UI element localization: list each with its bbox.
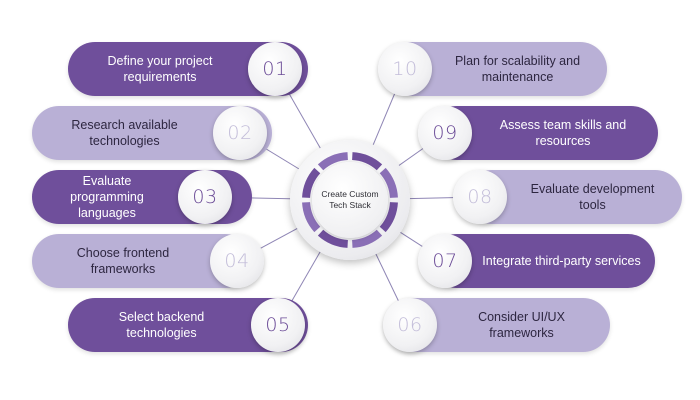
step-10-label: Plan for scalability and maintenance <box>454 54 581 84</box>
hub-ring-segment <box>379 167 398 198</box>
step-08-number-badge: 08 <box>453 170 507 224</box>
hub-ring-segment <box>317 152 348 171</box>
step-04-number-badge: 04 <box>210 234 264 288</box>
hub-segment-ring <box>302 152 398 248</box>
step-01-number: 01 <box>262 58 288 80</box>
step-08-label: Evaluate development tools <box>530 182 655 212</box>
step-04-number: 04 <box>224 250 250 272</box>
step-06-number-badge: 06 <box>383 298 437 352</box>
hub-ring-segment <box>302 202 321 233</box>
step-02-number-badge: 02 <box>213 106 267 160</box>
step-07-number-badge: 07 <box>418 234 472 288</box>
step-08-pill: Evaluate development tools <box>465 170 682 224</box>
step-02-label: Research available technologies <box>71 118 178 148</box>
step-05-number: 05 <box>265 314 291 336</box>
step-10-number-badge: 10 <box>378 42 432 96</box>
step-03-number-badge: 03 <box>178 170 232 224</box>
step-09-label: Assess team skills and resources <box>499 118 627 148</box>
step-06-label: Consider UI/UX frameworks <box>478 310 565 340</box>
step-09-number-badge: 09 <box>418 106 472 160</box>
step-07-label: Integrate third-party services <box>482 254 641 268</box>
step-02-number: 02 <box>227 122 253 144</box>
step-03-label: Evaluate programming languages <box>70 174 144 220</box>
step-03-number: 03 <box>192 186 218 208</box>
step-01-label: Define your project requirements <box>107 54 213 84</box>
step-08-number: 08 <box>467 186 493 208</box>
step-01-number-badge: 01 <box>248 42 302 96</box>
step-07-number: 07 <box>432 250 458 272</box>
step-04-label: Choose frontend frameworks <box>76 246 170 276</box>
hub-ring-segment <box>317 229 348 248</box>
hub-ring-segment <box>352 229 383 248</box>
hub-title: Create Custom Tech Stack <box>321 189 379 210</box>
step-05-number-badge: 05 <box>251 298 305 352</box>
hub-ring-segment <box>302 167 321 198</box>
step-05-label: Select backend technologies <box>118 310 205 340</box>
hub-ring-segment <box>379 202 398 233</box>
step-10-number: 10 <box>392 58 418 80</box>
step-09-number: 09 <box>432 122 458 144</box>
step-06-number: 06 <box>397 314 423 336</box>
hub-center: Create Custom Tech Stack <box>312 162 388 238</box>
hub-ring-segment <box>352 152 383 171</box>
